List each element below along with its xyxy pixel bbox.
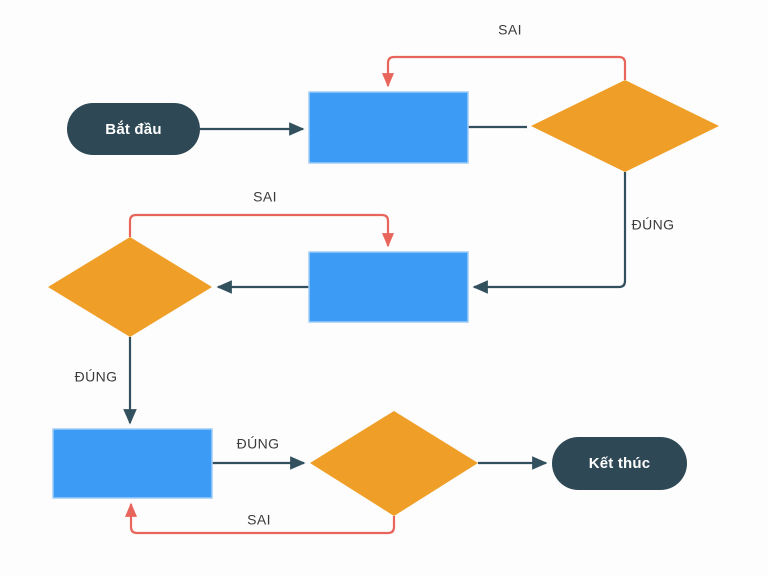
edge-decision-1-false-loop bbox=[381, 55, 627, 88]
start-label: Bắt đầu bbox=[105, 120, 161, 138]
node-process-1[interactable] bbox=[308, 91, 469, 164]
node-process-2[interactable] bbox=[308, 251, 469, 323]
edge-label-sai-bottom: SAI bbox=[247, 512, 271, 528]
node-end[interactable]: Kết thúc bbox=[552, 437, 687, 490]
decision-2-shape[interactable] bbox=[48, 237, 212, 337]
node-process-3[interactable] bbox=[52, 428, 213, 499]
decision-1-shape[interactable] bbox=[531, 80, 719, 172]
node-decision-1[interactable] bbox=[531, 80, 719, 172]
edge-label-dung-bottom: ĐÚNG bbox=[237, 436, 280, 452]
edge-label-sai-top: SAI bbox=[498, 22, 522, 38]
start-shape[interactable] bbox=[67, 103, 200, 155]
process-2-shape[interactable] bbox=[308, 251, 469, 323]
end-shape[interactable] bbox=[552, 437, 687, 490]
process-3-shape[interactable] bbox=[52, 428, 213, 499]
node-decision-3[interactable] bbox=[310, 411, 478, 516]
node-start[interactable]: Bắt đầu bbox=[67, 103, 200, 155]
end-label: Kết thúc bbox=[589, 455, 651, 472]
edge-decision-1-true bbox=[472, 172, 627, 294]
edge-decision-2-false-loop bbox=[128, 213, 395, 248]
decision-3-shape[interactable] bbox=[310, 411, 478, 516]
node-decision-2[interactable] bbox=[48, 237, 212, 337]
edge-label-dung-right: ĐÚNG bbox=[632, 217, 675, 233]
edge-label-dung-left: ĐÚNG bbox=[75, 369, 118, 385]
process-1-shape[interactable] bbox=[308, 91, 469, 164]
edge-decision-3-false-loop bbox=[124, 502, 396, 535]
edge-label-sai-mid: SAI bbox=[253, 189, 277, 205]
